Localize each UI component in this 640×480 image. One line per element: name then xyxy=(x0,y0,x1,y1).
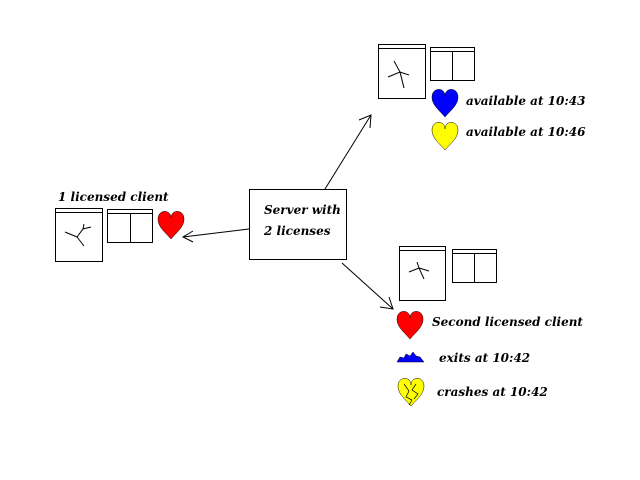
top-client-table-window xyxy=(430,47,475,81)
arrow-to-top-client xyxy=(324,114,372,190)
server-label-line1: Server with xyxy=(264,203,341,217)
bottom-client-event-exit: exits at 10:42 xyxy=(439,351,531,365)
bottom-client-label: Second licensed client xyxy=(432,315,583,329)
left-client-label: 1 licensed client xyxy=(58,190,169,204)
bottom-client-heart-icon xyxy=(396,310,424,340)
left-client-heart-icon xyxy=(157,210,185,240)
left-client-table-window xyxy=(107,209,153,243)
bottom-client-table-window xyxy=(452,249,497,283)
top-client-window xyxy=(378,44,426,99)
broken-heart-icon xyxy=(397,377,425,407)
server-label-line2: 2 licenses xyxy=(264,224,331,238)
server-box: Server with 2 licenses xyxy=(249,189,347,260)
bottom-client-event-crash: crashes at 10:42 xyxy=(437,385,548,399)
left-client-window xyxy=(55,208,103,262)
arrow-to-left-client xyxy=(181,228,250,243)
top-client-yellow-heart-icon xyxy=(431,121,459,151)
top-client-event-2: available at 10:46 xyxy=(466,125,586,139)
top-client-blue-heart-icon xyxy=(431,88,459,118)
bottom-client-window xyxy=(399,246,446,301)
top-client-event-1: available at 10:43 xyxy=(466,94,586,108)
blue-splat-icon xyxy=(396,351,425,363)
arrow-to-bottom-client xyxy=(341,262,394,310)
